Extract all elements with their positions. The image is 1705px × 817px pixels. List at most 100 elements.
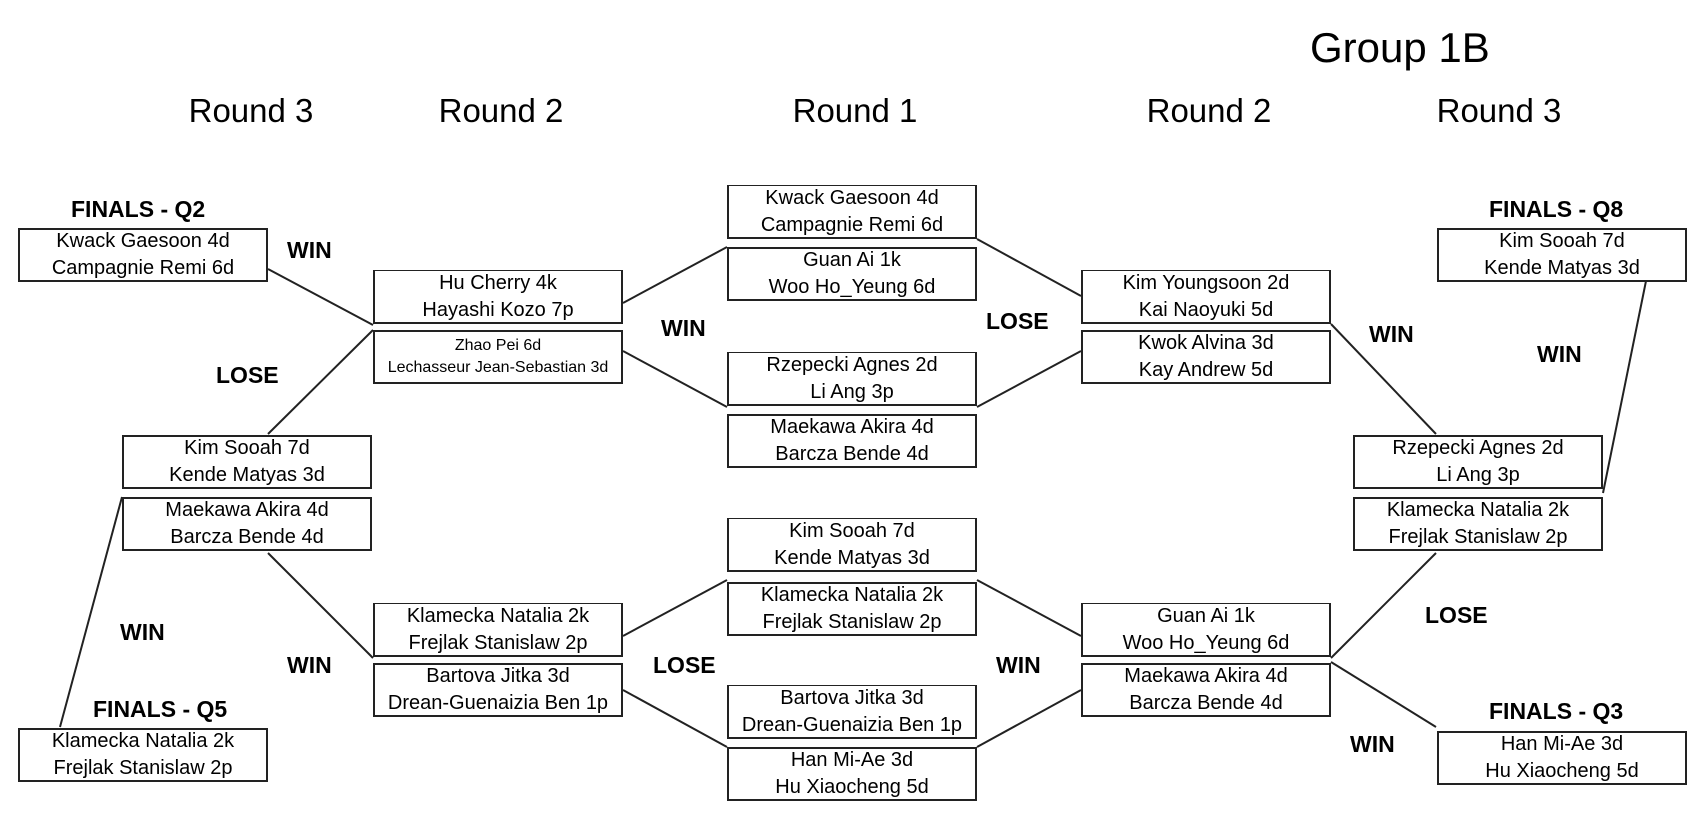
player-name: Hu Xiaocheng 5d bbox=[1485, 760, 1639, 782]
player-name: Kende Matyas 3d bbox=[774, 546, 930, 569]
player-name: Klamecka Natalia 2k bbox=[1386, 499, 1570, 521]
win-label-right-round2-top: WIN bbox=[1369, 321, 1414, 347]
win-label-q3: WIN bbox=[1350, 731, 1395, 757]
match-box-right-round3-a: Rzepecki Agnes 2d Li Ang 3p bbox=[1353, 435, 1603, 489]
match-box-finals-q5: Klamecka Natalia 2k Frejlak Stanislaw 2p bbox=[18, 728, 268, 782]
player-name: Barcza Bende 4d bbox=[170, 526, 324, 548]
match-box-center-8: Han Mi-Ae 3d Hu Xiaocheng 5d bbox=[727, 747, 977, 801]
finals-q3-label: FINALS - Q3 bbox=[1489, 698, 1624, 724]
player-name: Rzepecki Agnes 2d bbox=[1392, 437, 1564, 459]
round-heading-right-2: Round 2 bbox=[1146, 92, 1272, 129]
player-name: Woo Ho_Yeung 6d bbox=[1122, 631, 1290, 654]
match-box-center-7: Bartova Jitka 3d Drean-Guenaizia Ben 1p bbox=[727, 685, 977, 739]
player-name: Zhao Pei 6d bbox=[454, 337, 542, 354]
match-box-center-6: Klamecka Natalia 2k Frejlak Stanislaw 2p bbox=[727, 582, 977, 636]
match-box-left-round3-a: Kim Sooah 7d Kende Matyas 3d bbox=[122, 435, 372, 489]
match-box-center-1: Kwack Gaesoon 4d Campagnie Remi 6d bbox=[727, 185, 977, 239]
finals-q5-label: FINALS - Q5 bbox=[93, 696, 228, 722]
win-label-q2: WIN bbox=[287, 237, 332, 263]
player-name: Maekawa Akira 4d bbox=[770, 416, 934, 438]
player-name: Guan Ai 1k bbox=[803, 249, 901, 271]
round-heading-left-2: Round 2 bbox=[438, 92, 564, 129]
player-name: Klamecka Natalia 2k bbox=[406, 604, 590, 627]
match-box-left-round3-b: Maekawa Akira 4d Barcza Bende 4d bbox=[122, 497, 372, 551]
match-box-right-round2-d: Maekawa Akira 4d Barcza Bende 4d bbox=[1081, 663, 1331, 717]
player-name: Kim Sooah 7d bbox=[184, 437, 310, 459]
player-name: Woo Ho_Yeung 6d bbox=[768, 276, 936, 298]
match-box-center-3: Rzepecki Agnes 2d Li Ang 3p bbox=[727, 352, 977, 406]
match-box-center-4: Maekawa Akira 4d Barcza Bende 4d bbox=[727, 414, 977, 468]
player-name: Han Mi-Ae 3d bbox=[790, 749, 914, 771]
player-name: Rzepecki Agnes 2d bbox=[766, 353, 938, 376]
connector-l2d-c7 bbox=[622, 689, 728, 748]
player-name: Li Ang 3p bbox=[810, 380, 894, 403]
finals-q2-label: FINALS - Q2 bbox=[71, 196, 206, 222]
round-heading-center-1: Round 1 bbox=[792, 92, 918, 129]
connector-l2c-c6 bbox=[622, 579, 728, 637]
player-name: Frejlak Stanislaw 2p bbox=[1388, 526, 1568, 548]
player-name: Drean-Guenaizia Ben 1p bbox=[387, 692, 609, 714]
player-name: Frejlak Stanislaw 2p bbox=[53, 757, 233, 779]
player-name: Barcza Bende 4d bbox=[1129, 692, 1283, 714]
player-name: Lechasseur Jean-Sebastian 3d bbox=[387, 359, 609, 376]
player-name: Klamecka Natalia 2k bbox=[760, 584, 944, 606]
connector-l3-l2-bottom bbox=[267, 552, 374, 659]
win-label-center-top: WIN bbox=[661, 315, 706, 341]
player-name: Maekawa Akira 4d bbox=[1124, 665, 1288, 687]
match-box-finals-q3: Han Mi-Ae 3d Hu Xiaocheng 5d bbox=[1437, 731, 1687, 785]
player-name: Han Mi-Ae 3d bbox=[1500, 733, 1624, 755]
win-label-left-round2-bottom: WIN bbox=[287, 652, 332, 678]
player-name: Li Ang 3p bbox=[1436, 464, 1520, 486]
lose-label-center-top: LOSE bbox=[986, 308, 1049, 334]
player-name: Kim Youngsoon 2d bbox=[1122, 271, 1290, 294]
player-name: Kay Andrew 5d bbox=[1138, 359, 1274, 381]
player-name: Drean-Guenaizia Ben 1p bbox=[741, 713, 963, 736]
player-name: Bartova Jitka 3d bbox=[780, 686, 924, 709]
connector-l2b-c3 bbox=[622, 350, 728, 408]
connector-l2-l3-top bbox=[267, 329, 374, 435]
win-label-center-bottom: WIN bbox=[996, 652, 1041, 678]
group-title: Group 1B bbox=[1310, 24, 1490, 71]
player-name: Campagnie Remi 6d bbox=[51, 257, 235, 279]
match-box-left-round2-c: Klamecka Natalia 2k Frejlak Stanislaw 2p bbox=[373, 603, 623, 657]
connector-r3b-r2c bbox=[1330, 552, 1437, 659]
player-name: Kwack Gaesoon 4d bbox=[56, 230, 230, 252]
connector-r2a-r3a bbox=[1330, 323, 1437, 435]
player-name: Klamecka Natalia 2k bbox=[51, 730, 235, 752]
connector-c7-r2d bbox=[976, 689, 1082, 748]
match-box-center-5: Kim Sooah 7d Kende Matyas 3d bbox=[727, 518, 977, 572]
connector-c3-r2b bbox=[976, 350, 1082, 408]
match-box-finals-q2: Kwack Gaesoon 4d Campagnie Remi 6d bbox=[18, 228, 268, 282]
match-box-left-round2-a: Hu Cherry 4k Hayashi Kozo 7p bbox=[373, 270, 623, 324]
player-name: Kwok Alvina 3d bbox=[1138, 332, 1274, 354]
match-box-right-round2-b: Kwok Alvina 3d Kay Andrew 5d bbox=[1081, 330, 1331, 384]
finals-q8-label: FINALS - Q8 bbox=[1489, 196, 1624, 222]
connector-r3a-q8 bbox=[1602, 280, 1647, 494]
connector-c1-r2a bbox=[976, 238, 1082, 297]
player-name: Maekawa Akira 4d bbox=[165, 499, 329, 521]
connector-c6-r2c bbox=[976, 579, 1082, 637]
player-name: Campagnie Remi 6d bbox=[760, 213, 944, 236]
lose-label-right-round3: LOSE bbox=[1425, 602, 1488, 628]
match-box-left-round2-d: Bartova Jitka 3d Drean-Guenaizia Ben 1p bbox=[373, 663, 623, 717]
match-box-right-round3-b: Klamecka Natalia 2k Frejlak Stanislaw 2p bbox=[1353, 497, 1603, 551]
player-name: Kwack Gaesoon 4d bbox=[765, 186, 939, 209]
player-name: Hayashi Kozo 7p bbox=[422, 298, 574, 321]
player-name: Frejlak Stanislaw 2p bbox=[408, 631, 588, 654]
player-name: Frejlak Stanislaw 2p bbox=[762, 611, 942, 633]
player-name: Kim Sooah 7d bbox=[789, 519, 915, 542]
player-name: Barcza Bende 4d bbox=[775, 443, 929, 465]
player-name: Kende Matyas 3d bbox=[169, 464, 325, 486]
match-box-finals-q8: Kim Sooah 7d Kende Matyas 3d bbox=[1437, 228, 1687, 282]
player-name: Bartova Jitka 3d bbox=[426, 665, 570, 687]
lose-label-center-bottom: LOSE bbox=[653, 652, 716, 678]
connector-q2-l2 bbox=[267, 268, 374, 326]
player-name: Hu Cherry 4k bbox=[439, 271, 557, 294]
connector-r2c-q3 bbox=[1330, 661, 1437, 728]
player-name: Kai Naoyuki 5d bbox=[1138, 298, 1274, 321]
player-name: Kim Sooah 7d bbox=[1499, 230, 1625, 252]
match-box-right-round2-a: Kim Youngsoon 2d Kai Naoyuki 5d bbox=[1081, 270, 1331, 324]
match-box-left-round2-b: Zhao Pei 6d Lechasseur Jean-Sebastian 3d bbox=[373, 330, 623, 384]
match-box-center-2: Guan Ai 1k Woo Ho_Yeung 6d bbox=[727, 247, 977, 301]
